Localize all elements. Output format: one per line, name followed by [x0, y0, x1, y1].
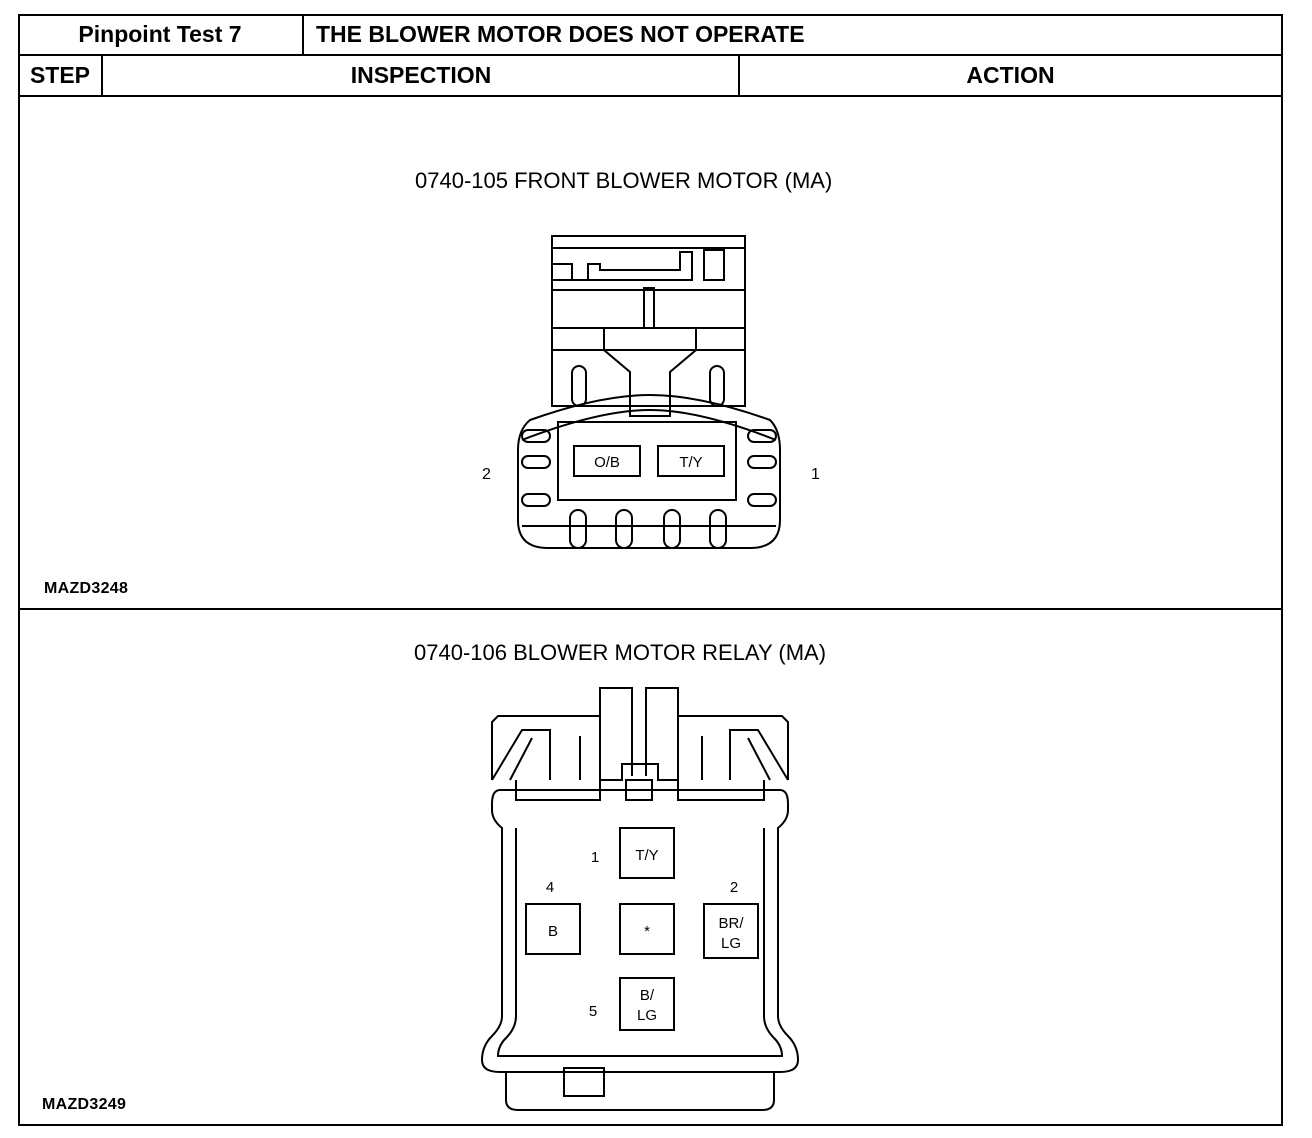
title-divider — [302, 14, 304, 54]
step-divider — [101, 56, 103, 95]
test-label: Pinpoint Test 7 — [18, 14, 302, 54]
pin-5-label: 5 — [589, 1003, 597, 1020]
panel2-caption: 0740-106 BLOWER MOTOR RELAY (MA) — [414, 640, 827, 665]
panel1-caption: 0740-105 FRONT BLOWER MOTOR (MA) — [415, 168, 833, 193]
col-inspection-text: INSPECTION — [350, 62, 492, 88]
blower-motor-relay-connector-diagram: T/Y B * BR/ LG B/ LG 1 4 2 5 — [480, 687, 800, 1111]
panel1-code: MAZD3248 — [44, 580, 129, 597]
panel1-pin-left: 2 — [482, 466, 491, 483]
col-action-text: ACTION — [966, 62, 1055, 88]
pin-2-label: 2 — [730, 879, 738, 896]
panel1-pin-right: 1 — [811, 466, 820, 483]
table-frame — [18, 14, 1283, 1126]
pin-4-label: 4 — [546, 879, 554, 896]
col-step: STEP — [18, 56, 102, 95]
center-terminal-label: * — [644, 923, 650, 940]
panel-separator — [18, 608, 1283, 610]
test-label-text: Pinpoint Test 7 — [78, 20, 242, 47]
inspection-divider — [738, 56, 740, 95]
wire-ty-label: T/Y — [679, 454, 702, 471]
wire-ty-label-relay: T/Y — [635, 847, 658, 864]
wire-brlg-line2: LG — [721, 935, 741, 952]
test-title-text: THE BLOWER MOTOR DOES NOT OPERATE — [316, 20, 805, 47]
col-action: ACTION — [740, 56, 1281, 95]
panel2-code: MAZD3249 — [42, 1096, 127, 1113]
column-header-row: STEP INSPECTION ACTION — [18, 56, 1283, 97]
col-inspection: INSPECTION — [103, 56, 739, 95]
col-step-text: STEP — [29, 62, 91, 88]
wire-b-label: B — [548, 923, 558, 940]
wire-blg-line2: LG — [637, 1007, 657, 1024]
wire-blg-line1: B/ — [640, 987, 655, 1004]
test-title: THE BLOWER MOTOR DOES NOT OPERATE — [316, 14, 1276, 54]
wire-ob-label: O/B — [594, 454, 620, 471]
title-row: Pinpoint Test 7 THE BLOWER MOTOR DOES NO… — [18, 14, 1283, 56]
front-blower-motor-connector-diagram: O/B T/Y — [517, 235, 781, 549]
wire-brlg-line1: BR/ — [718, 915, 744, 932]
pin-1-label: 1 — [591, 849, 599, 866]
